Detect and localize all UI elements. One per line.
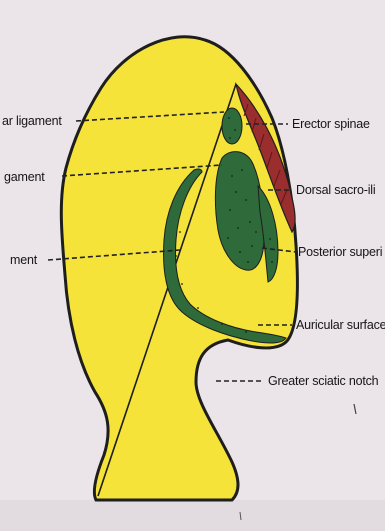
label-ligament-2: gament — [4, 170, 45, 184]
label-greater-sciatic-notch: Greater sciatic notch — [268, 374, 379, 388]
label-ligament-1: ar ligament — [2, 114, 62, 128]
label-auricular-surface: Auricular surface — [296, 318, 385, 332]
paper-edge — [0, 500, 385, 531]
interosseous-ligament-upper — [222, 108, 242, 144]
label-dorsal-sacroiliac: Dorsal sacro-ili — [296, 183, 375, 197]
label-posterior-superior: Posterior superi — [298, 245, 382, 259]
label-erector-spinae: Erector spinae — [292, 117, 370, 131]
label-ligament-3: ment — [10, 253, 38, 267]
